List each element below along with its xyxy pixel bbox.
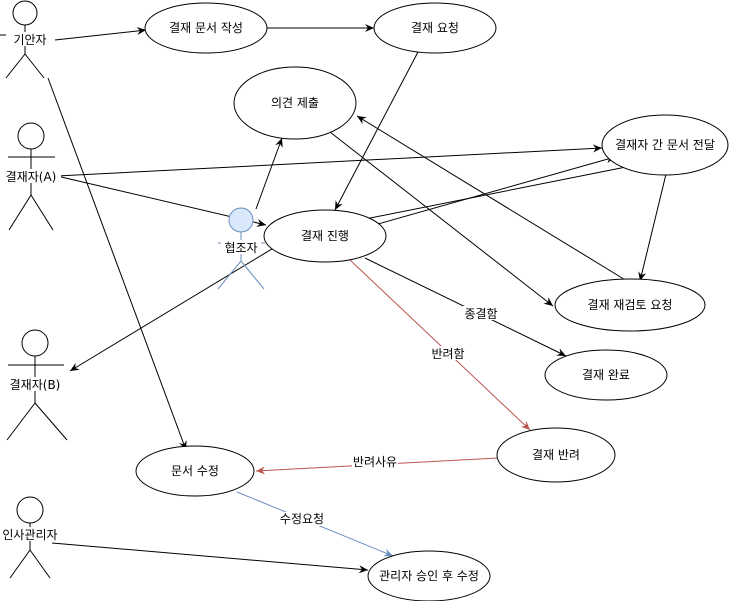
actor-approver-a[interactable]: 결재자(A) — [3, 122, 61, 231]
usecase-edit-doc[interactable]: 문서 수정 — [135, 445, 255, 497]
usecase-request-label: 결재 요청 — [411, 21, 459, 35]
usecase-forward-doc-label: 결재자 간 문서 전달 — [615, 138, 715, 152]
actor-approver-a-label: 결재자(A) — [6, 170, 57, 184]
actor-leg-left — [5, 53, 26, 79]
actor-leg-right — [24, 53, 45, 79]
edge-label-complete-text: 종결함 — [464, 307, 497, 321]
edge-collaborator-to-opinion — [255, 137, 283, 210]
usecase-submit-opinion-label: 의견 제출 — [271, 96, 319, 110]
edge-approver-a-to-forward-doc — [56, 144, 603, 177]
edge-opinion-to-re-review — [329, 131, 554, 307]
actor-head — [12, 0, 38, 26]
edge-label-reject: 반려함 — [430, 346, 466, 361]
usecase-reject-label: 결재 반려 — [532, 448, 580, 462]
actor-leg-left — [217, 260, 242, 290]
edge-label-edit-request: 수정요청 — [279, 512, 325, 526]
edge-hr-to-admin-edit — [51, 542, 369, 574]
actor-head — [17, 122, 45, 150]
usecase-in-progress-label: 결재 진행 — [301, 228, 349, 243]
actor-leg-right — [29, 549, 51, 579]
usecase-admin-edit-label: 관리자 승인 후 수정 — [379, 569, 479, 583]
usecase-submit-opinion[interactable]: 의견 제출 — [233, 66, 357, 140]
usecase-forward-doc[interactable]: 결재자 간 문서 전달 — [601, 114, 729, 176]
usecase-request[interactable]: 결재 요청 — [373, 2, 497, 54]
edge-request-to-in-progress — [334, 51, 419, 211]
actor-approver-b[interactable]: 결재자(B) — [6, 329, 68, 441]
actor-drafter-label: 기안자 — [13, 33, 46, 47]
edge-label-edit-request-text: 수정요청 — [280, 512, 324, 526]
usecase-in-progress[interactable]: 결재 진행 — [263, 209, 387, 263]
actor-drafter[interactable]: 기안자 — [0, 0, 54, 79]
edge-drafter-to-edit-doc — [47, 77, 187, 451]
edge-drafter-to-write-doc — [54, 27, 147, 41]
usecase-re-review-label: 결재 재검토 요청 — [588, 298, 673, 312]
usecase-complete[interactable]: 결재 완료 — [544, 349, 668, 401]
usecase-complete-label: 결재 완료 — [582, 368, 630, 382]
actor-leg-left — [6, 402, 36, 441]
actor-collaborator[interactable]: 협조자 — [217, 207, 265, 290]
edge-label-reject-reason: 반려사유 — [352, 455, 398, 469]
actor-approver-b-label: 결재자(B) — [10, 378, 61, 392]
edge-forward-doc-to-re-review — [638, 169, 668, 282]
usecase-write-doc[interactable]: 결재 문서 작성 — [144, 2, 268, 54]
actor-leg-left — [9, 549, 31, 579]
edge-in-progress-to-forward-doc — [377, 155, 616, 225]
actor-leg-right — [240, 260, 265, 290]
edge-in-progress-to-reject — [349, 259, 531, 431]
usecase-reject[interactable]: 결재 반려 — [496, 427, 616, 483]
actor-leg-right — [34, 402, 68, 441]
actor-hr-manager-label: 인사관리자 — [2, 528, 57, 542]
actor-leg-left — [8, 194, 32, 231]
edge-label-reject-text: 반려함 — [431, 347, 464, 361]
actor-head — [228, 207, 254, 233]
usecase-edit-doc-label: 문서 수정 — [171, 464, 219, 478]
edge-forward-doc-to-approver-b — [69, 165, 632, 372]
usecase-re-review[interactable]: 결재 재검토 요청 — [554, 278, 706, 332]
usecase-write-doc-label: 결재 문서 작성 — [169, 21, 243, 35]
actor-collaborator-label: 협조자 — [224, 241, 257, 255]
actor-head — [21, 329, 49, 357]
actor-hr-manager[interactable]: 인사관리자 — [0, 496, 62, 579]
edge-label-reject-reason-text: 반려사유 — [353, 455, 397, 469]
usecase-admin-edit[interactable]: 관리자 승인 후 수정 — [367, 550, 491, 601]
edge-re-review-to-opinion — [356, 115, 628, 282]
actor-head — [16, 496, 44, 524]
edge-label-complete: 종결함 — [463, 306, 499, 321]
actor-leg-right — [30, 194, 54, 231]
